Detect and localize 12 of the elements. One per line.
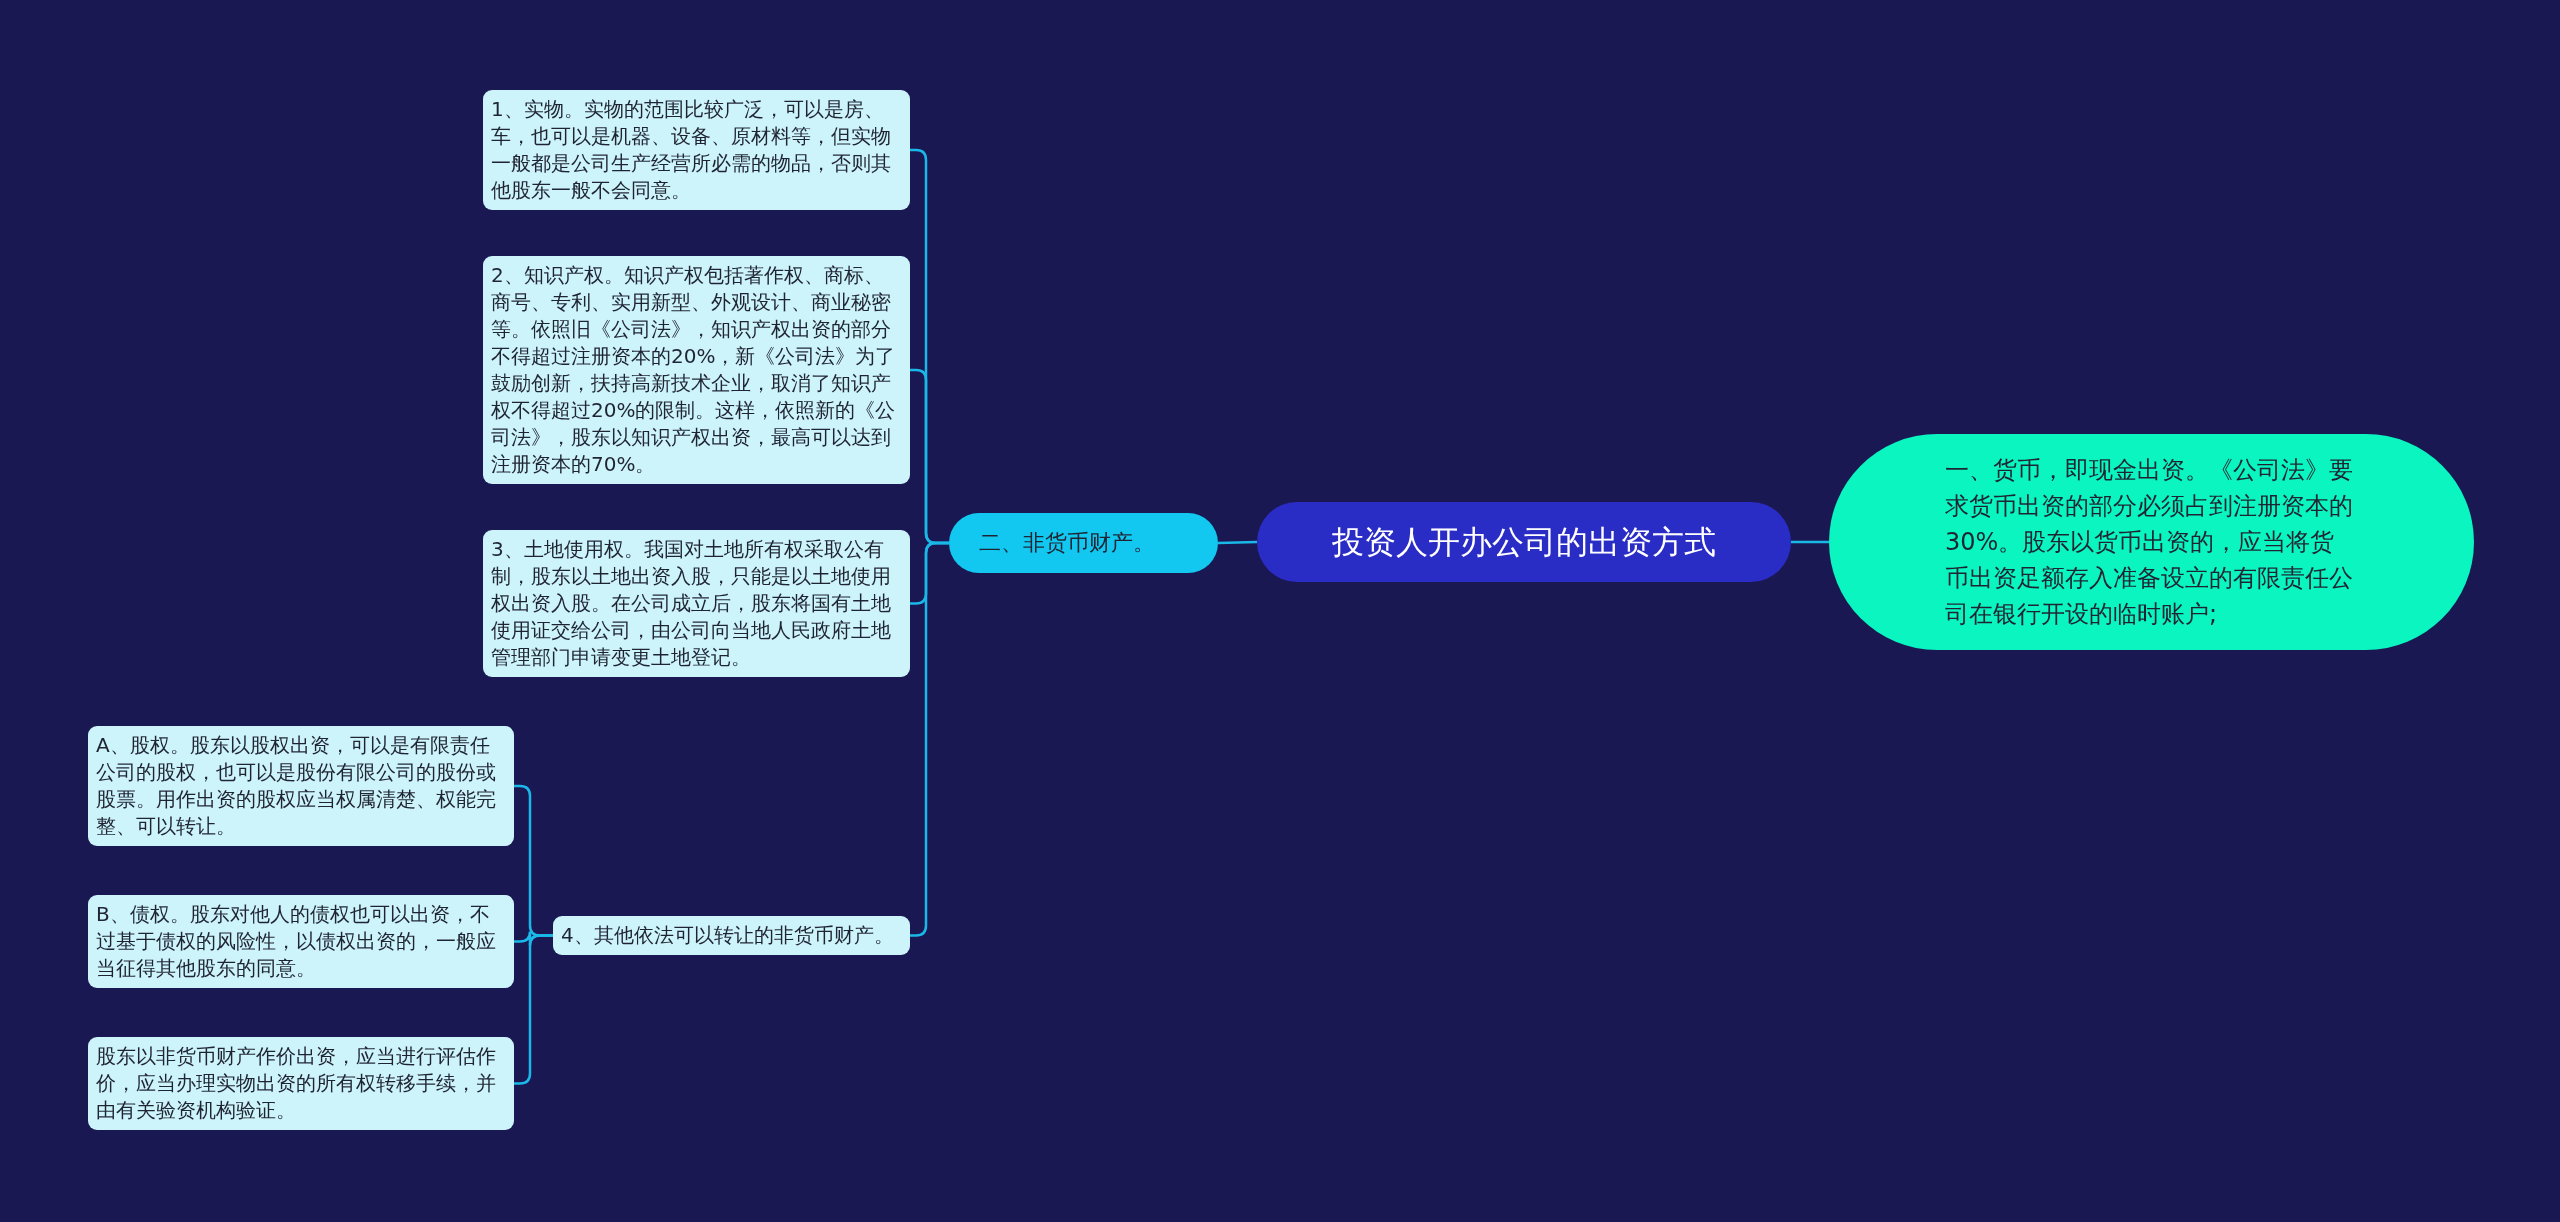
note-box: A、股权。股东以股权出资，可以是有限责任公司的股权，也可以是股份有限公司的股份或股票。用作出资的股权应当权属清楚、权能完整、可以转让。 <box>88 726 514 846</box>
note-box: 3、土地使用权。我国对土地所有权采取公有制，股东以土地出资入股，只能是以土地使用权出资入股。在公司成立后，股东将国有土地使用证交给公司，由公司向当地人民政府土地管理部门申请变更土地登记。 <box>483 529 910 677</box>
central-topic: 投资人开办公司的出资方式 <box>1257 502 1791 582</box>
topic-pill: 二、非货币财产。 <box>949 513 1218 573</box>
note-box: 4、其他依法可以转让的非货币财产。 <box>553 915 910 955</box>
note-box: B、债权。股东对他人的债权也可以出资，不过基于债权的风险性，以债权出资的，一般应当征得其他股东的同意。 <box>88 894 514 988</box>
connector-line <box>1217 540 1258 545</box>
note-box: 1、实物。实物的范围比较广泛，可以是房、车，也可以是机器、设备、原材料等，但实物一般都是公司生产经营所必需的物品，否则其他股东一般不会同意。 <box>483 90 910 210</box>
connector-line <box>1791 540 1829 544</box>
note-box: 2、知识产权。知识产权包括著作权、商标、商号、专利、实用新型、外观设计、商业秘密等。依照旧《公司法》，知识产权出资的部分不得超过注册资本的20%，新《公司法》为了鼓励创新，扶持高新技术企业，取消了知识产权不得超过20%的限制。这样，依照新的《公司法》，股东以知识产权出资，最高可以达到注册资本的70%。 <box>483 256 910 484</box>
note-box: 股东以非货币财产作价出资，应当进行评估作价，应当办理实物出资的所有权转移手续，并由有关验资机构验证。 <box>88 1036 514 1130</box>
topic-bubble: 一、货币，即现金出资。《公司法》要求货币出资的部分必须占到注册资本的30%。股东以货币出资的，应当将货币出资足额存入准备设立的有限责任公司在银行开设的临时账户; <box>1829 434 2474 650</box>
